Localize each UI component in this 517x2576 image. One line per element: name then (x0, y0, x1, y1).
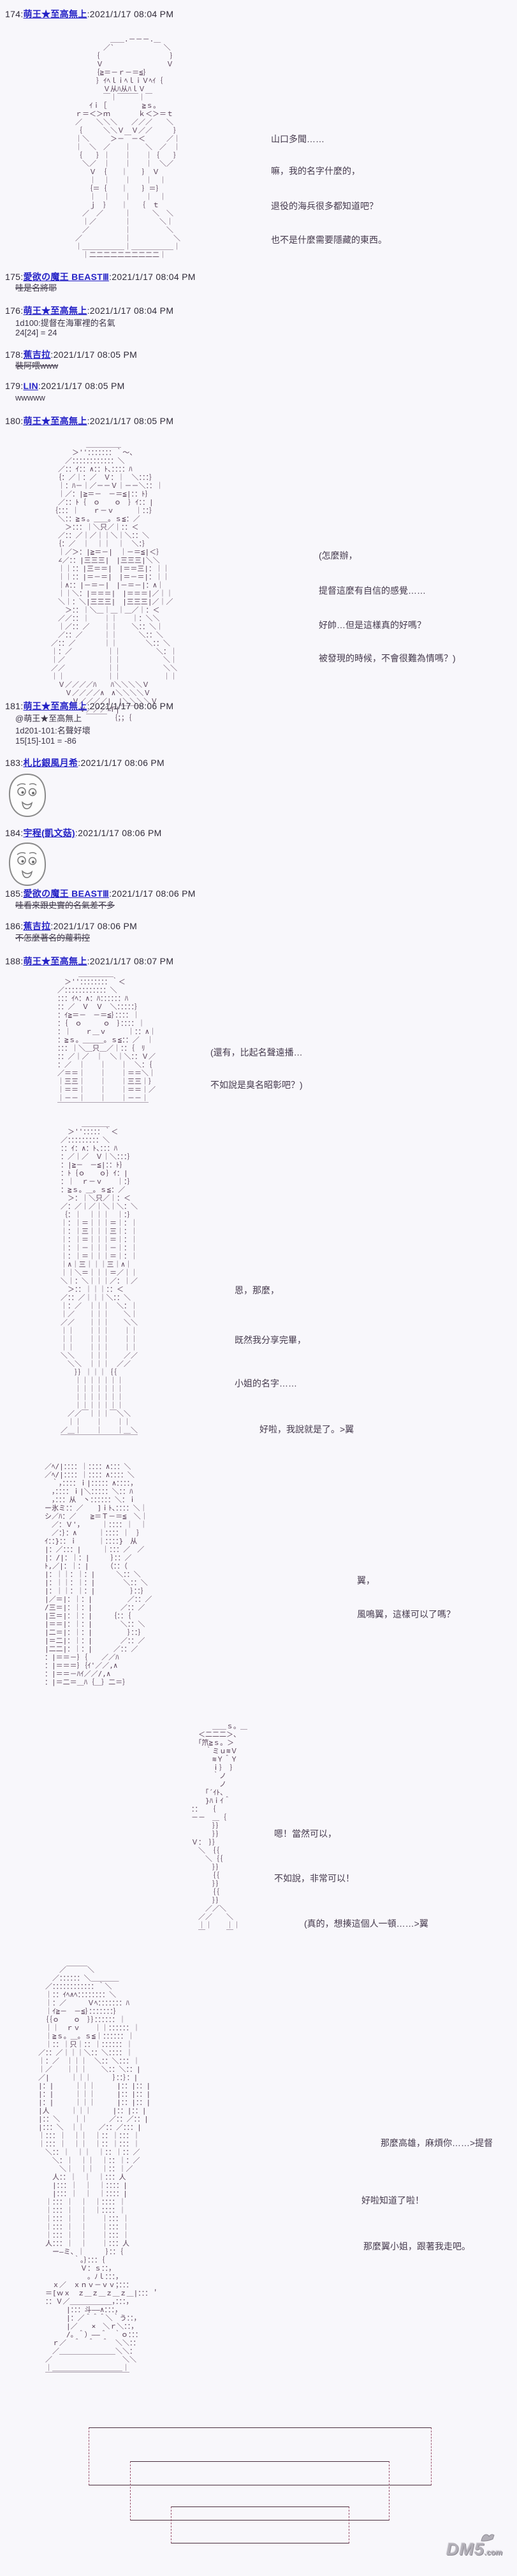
dialogue-line: (還有，比起名聲遠播… (210, 1047, 303, 1057)
post-header-175: 175愛欲の魔王 BEASTⅢ2021/1/17 08:04 PM (5, 270, 196, 283)
funny-face-meme-image (8, 773, 47, 818)
mention-line: @萌王★至高無上 (15, 714, 82, 723)
author-link[interactable]: LIN (23, 381, 38, 391)
post-timestamp: 2021/1/17 08:06 PM (53, 921, 138, 931)
author-link[interactable]: 蕉吉拉 (23, 350, 51, 360)
dialogue-line: 翼， (357, 1575, 375, 1586)
post-header-176: 176萌王★至高無上2021/1/17 08:04 PM (5, 304, 173, 317)
post-timestamp: 2021/1/17 08:04 PM (112, 272, 196, 282)
post-number: 176 (5, 305, 23, 316)
post-header-184: 184宇程(凱文菇)2021/1/17 08:06 PM (5, 827, 162, 839)
funny-face-meme-image (8, 842, 47, 887)
dice-roll-label: 1d201-101:名聲好壞 (15, 726, 91, 735)
ascii-art-panel: ＿＿.－－－.＿ ／` ＼ ｛ ｝ Ｖ Ｖ ｛≧＝－ｒ－＝≦｝ ｝ｲﾍｌｉﾍｌｉ… (75, 35, 180, 259)
dialogue-line: 好啦知道了啦！ (361, 2195, 424, 2205)
post-timestamp: 2021/1/17 08:06 PM (112, 888, 196, 899)
diagram-box-middle (130, 2461, 390, 2521)
dialogue-line: 既然我分享完畢， (235, 1335, 306, 1345)
ascii-art-panel: ／ﾍ/|：：：：｜：：：：∧：：：＼ ／ﾍ/|：：：：｜：：：：∧：：：：＼ ｀… (45, 1462, 152, 1686)
post-body-line: 哇看來跟史實的名氣差不多 (15, 901, 115, 910)
diagram-box-inner (171, 2506, 349, 2543)
author-link[interactable]: 萌王★至高無上 (23, 701, 87, 711)
dm5-logo-suffix: .com (484, 2548, 503, 2557)
dialogue-line: 也不是什麼需要隱藏的東西。 (271, 235, 387, 245)
post-number: 183 (5, 758, 23, 768)
dice-roll-result: 15[15]-101 = -86 (15, 736, 76, 746)
post-header-181: 181萌王★至高無上2021/1/17 08:06 PM (5, 700, 173, 712)
post-body-line: 哇是名將耶 (15, 283, 57, 293)
post-timestamp: 2021/1/17 08:05 PM (53, 350, 138, 360)
post-timestamp: 2021/1/17 08:07 PM (89, 956, 174, 966)
post-header-183: 183札比銀風月希2021/1/17 08:06 PM (5, 756, 164, 769)
dice-roll-label: 1d100:提督在海軍裡的名氣 (15, 318, 115, 328)
post-header-174: 174萌王★至高無上2021/1/17 08:04 PM (5, 8, 173, 20)
author-link[interactable]: 萌王★至高無上 (23, 956, 87, 966)
post-body-line: 不怎麼著名的蘿莉控 (15, 933, 91, 943)
ascii-art-panel: ＿＿ｓ。＿ ＜二二二＞、 「笊≧ｓ。＞ ｀ミｕ≋Ｖ ≋Ｙ＾Ｙ ｉ｝ ｝ ｀ノ ノ… (191, 1722, 247, 1938)
post-header-179: 179LIN2021/1/17 08:05 PM (5, 381, 125, 391)
dialogue-line: 風鳴翼，這樣可以了嗎？ (357, 1609, 455, 1619)
dice-roll-result: 24[24] = 24 (15, 328, 57, 337)
post-header-180: 180萌王★至高無上2021/1/17 08:05 PM (5, 415, 173, 427)
dialogue-line: 提督這麼有自信的感覺…… (319, 585, 426, 596)
dialogue-line: 被發現的時候，不會很難為情嗎？) (319, 653, 456, 663)
post-number: 181 (5, 701, 23, 711)
post-header-186: 186蕉吉拉2021/1/17 08:06 PM (5, 920, 137, 932)
post-body-line: 裝阿喂www (15, 361, 59, 371)
dialogue-line: 山口多聞…… (271, 134, 324, 144)
post-header-188: 188萌王★至高無上2021/1/17 08:07 PM (5, 955, 173, 968)
dialogue-line: 那麼翼小姐，跟著我走吧。 (363, 2241, 470, 2251)
post-timestamp: 2021/1/17 08:04 PM (89, 305, 174, 316)
post-number: 178 (5, 350, 23, 360)
dm5-watermark: DM5.com (446, 2534, 503, 2559)
dialogue-line: 退役的海兵很多都知道吧？ (271, 201, 378, 211)
author-link[interactable]: 萌王★至高無上 (23, 9, 87, 19)
post-timestamp: 2021/1/17 08:05 PM (41, 381, 125, 391)
diagram-box-outer (89, 2427, 432, 2485)
dialogue-line: 好帥…但是這樣真的好嗎？ (319, 620, 426, 630)
post-timestamp: 2021/1/17 08:04 PM (89, 9, 174, 19)
dialogue-line: (怎麼辦， (319, 550, 358, 561)
post-number: 186 (5, 921, 23, 931)
post-number: 180 (5, 416, 23, 426)
author-link[interactable]: 愛欲の魔王 BEASTⅢ (23, 888, 110, 899)
post-number: 184 (5, 828, 23, 838)
dialogue-line: 不如說，非常可以！ (274, 1873, 354, 1883)
post-header-185: 185愛欲の魔王 BEASTⅢ2021/1/17 08:06 PM (5, 887, 196, 900)
dialogue-line: 恩，那麼， (235, 1285, 279, 1295)
post-timestamp: 2021/1/17 08:06 PM (89, 701, 174, 711)
dialogue-line: 好啦，我說就是了。>翼 (259, 1424, 354, 1434)
post-number: 188 (5, 956, 23, 966)
post-number: 174 (5, 9, 23, 19)
dialogue-line: 那麼高雄，麻煩你……>提督 (381, 2138, 493, 2148)
post-header-178: 178蕉吉拉2021/1/17 08:05 PM (5, 348, 137, 361)
author-link[interactable]: 宇程(凱文菇) (23, 828, 75, 838)
post-body-line: wwwww (15, 393, 45, 402)
dm5-mascot-icon (481, 2534, 495, 2542)
post-timestamp: 2021/1/17 08:05 PM (89, 416, 174, 426)
ascii-art-panel: ＿＿＿＿＿ ＞''：：：：：：：：｀＜ ／：：：：：：：：：：：：＼ ：：：ｲﾍ… (57, 969, 157, 1110)
author-link[interactable]: 萌王★至高無上 (23, 416, 87, 426)
author-link[interactable]: 愛欲の魔王 BEASTⅢ (23, 272, 110, 282)
post-timestamp: 2021/1/17 08:06 PM (80, 758, 164, 768)
post-number: 175 (5, 272, 23, 282)
dialogue-line: (真的，想揍這個人一頓……>翼 (304, 1918, 428, 1929)
ascii-art-panel: ＿＿＿＿＿ ＞''：：：：：：：｀～、 ／：：：：：：：：：：：：＼ ／：：ｲ：… (51, 440, 177, 722)
author-link[interactable]: 萌王★至高無上 (23, 305, 87, 316)
post-timestamp: 2021/1/17 08:06 PM (78, 828, 162, 838)
author-link[interactable]: 札比銀風月希 (23, 758, 78, 768)
ascii-art-panel: ／￣￣￣＼ ／：：：：：：＼＿＿＿＿ ／：：：：：：：：：：：：｀＼ ｜：：ｲﾍ… (38, 1966, 159, 2380)
ascii-art-panel: ＿＿＿＿ ＞''：：：：：｀＜ ／：：：：：：：：：＼ ：：ｲ：∧：ﾄ、：：：ﾊ… (61, 1119, 138, 1443)
post-number: 179 (5, 381, 23, 391)
dialogue-line: 嘛，我的名字什麼的， (271, 166, 360, 176)
post-number: 185 (5, 888, 23, 899)
dialogue-line: 不如說是臭名昭彰吧？) (210, 1080, 303, 1090)
dialogue-line: 嗯！當然可以， (274, 1829, 337, 1839)
dialogue-line: 小姐的名字…… (235, 1378, 297, 1388)
author-link[interactable]: 蕉吉拉 (23, 921, 51, 931)
dm5-logo-text: DM5 (446, 2540, 485, 2559)
